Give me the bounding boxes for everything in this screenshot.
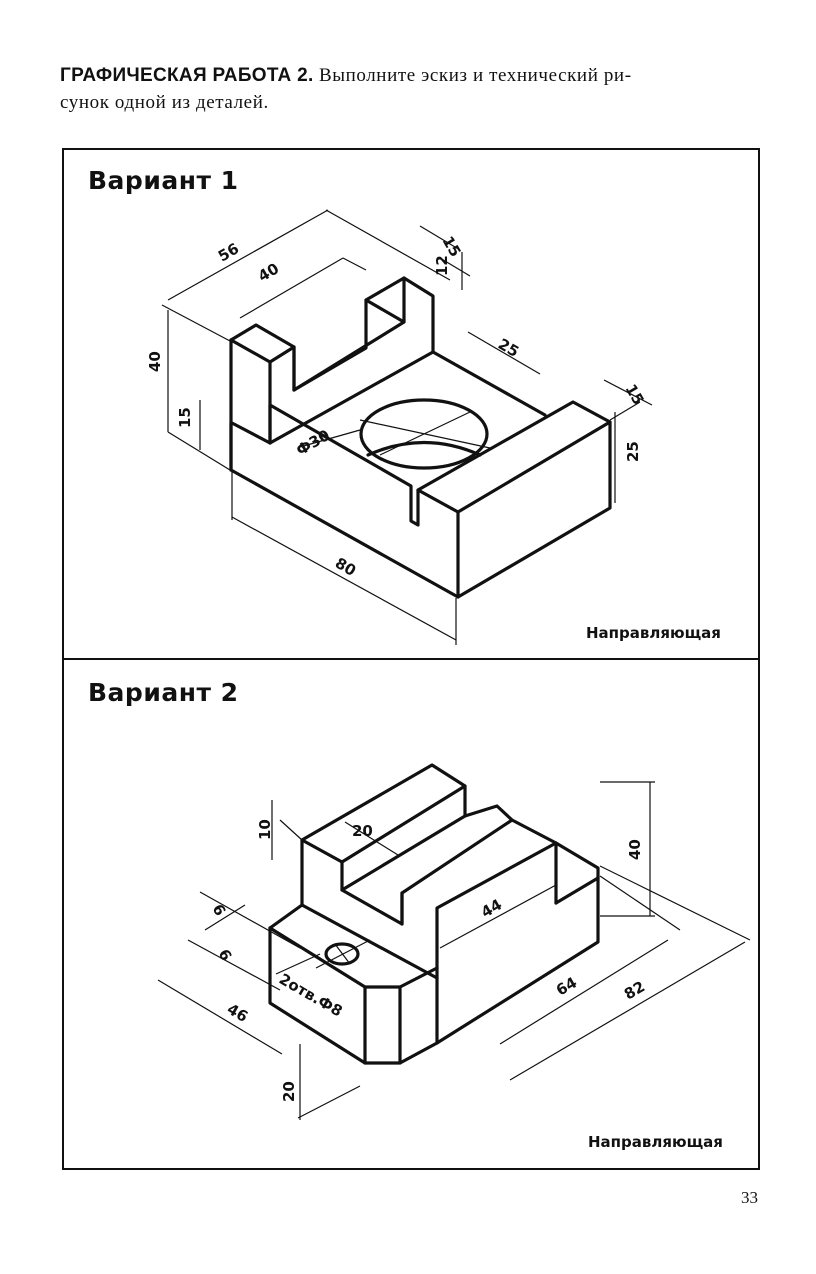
v2-dim-82: 82 [621, 977, 648, 1003]
v2-dim-64: 64 [553, 973, 580, 999]
v2-dim-20-top: 20 [352, 822, 373, 840]
v2-dim-6-b: 6 [215, 946, 236, 964]
v1-dim-15-right: 15 [622, 381, 648, 408]
v1-dim-40-top: 40 [255, 259, 282, 285]
variant-2-part-name: Направляющая [588, 1133, 723, 1151]
v1-dim-25-right: 25 [624, 441, 642, 462]
v1-dim-15-left: 15 [176, 407, 194, 428]
v2-dim-40: 40 [626, 839, 644, 860]
variant-1-part-name: Направляющая [586, 624, 721, 642]
assignment-text-line1: Выполните эскиз и технический ри- [318, 65, 632, 86]
v1-dim-25-slot: 25 [495, 335, 522, 361]
assignment-heading: ГРАФИЧЕСКАЯ РАБОТА 2. Выполните эскиз и … [60, 62, 750, 116]
variant-1-title: Вариант 1 [88, 166, 239, 195]
v1-dim-40-left: 40 [146, 351, 164, 372]
v1-dim-12: 12 [433, 255, 451, 276]
variant-2-drawing: 10 20 40 44 6 6 2отв.Ф8 64 82 46 20 [157, 763, 751, 1120]
variants-divider [62, 658, 760, 660]
hole-ellipse [359, 398, 489, 470]
page-number: 33 [741, 1188, 758, 1207]
v2-dim-44: 44 [478, 895, 505, 921]
variant-2-title: Вариант 2 [88, 678, 239, 707]
assignment-text-line2: сунок одной из деталей. [60, 92, 269, 113]
assignment-label: ГРАФИЧЕСКАЯ РАБОТА 2. [60, 65, 314, 86]
v1-dim-80: 80 [332, 554, 359, 580]
v1-dim-56: 56 [215, 239, 242, 265]
v2-dim-10: 10 [256, 819, 274, 840]
v2-dim-20-bottom: 20 [280, 1081, 298, 1102]
v2-hole [324, 942, 360, 966]
variant-1-drawing: 56 40 15 12 25 15 25 40 15 Ф30 80 [146, 209, 653, 645]
